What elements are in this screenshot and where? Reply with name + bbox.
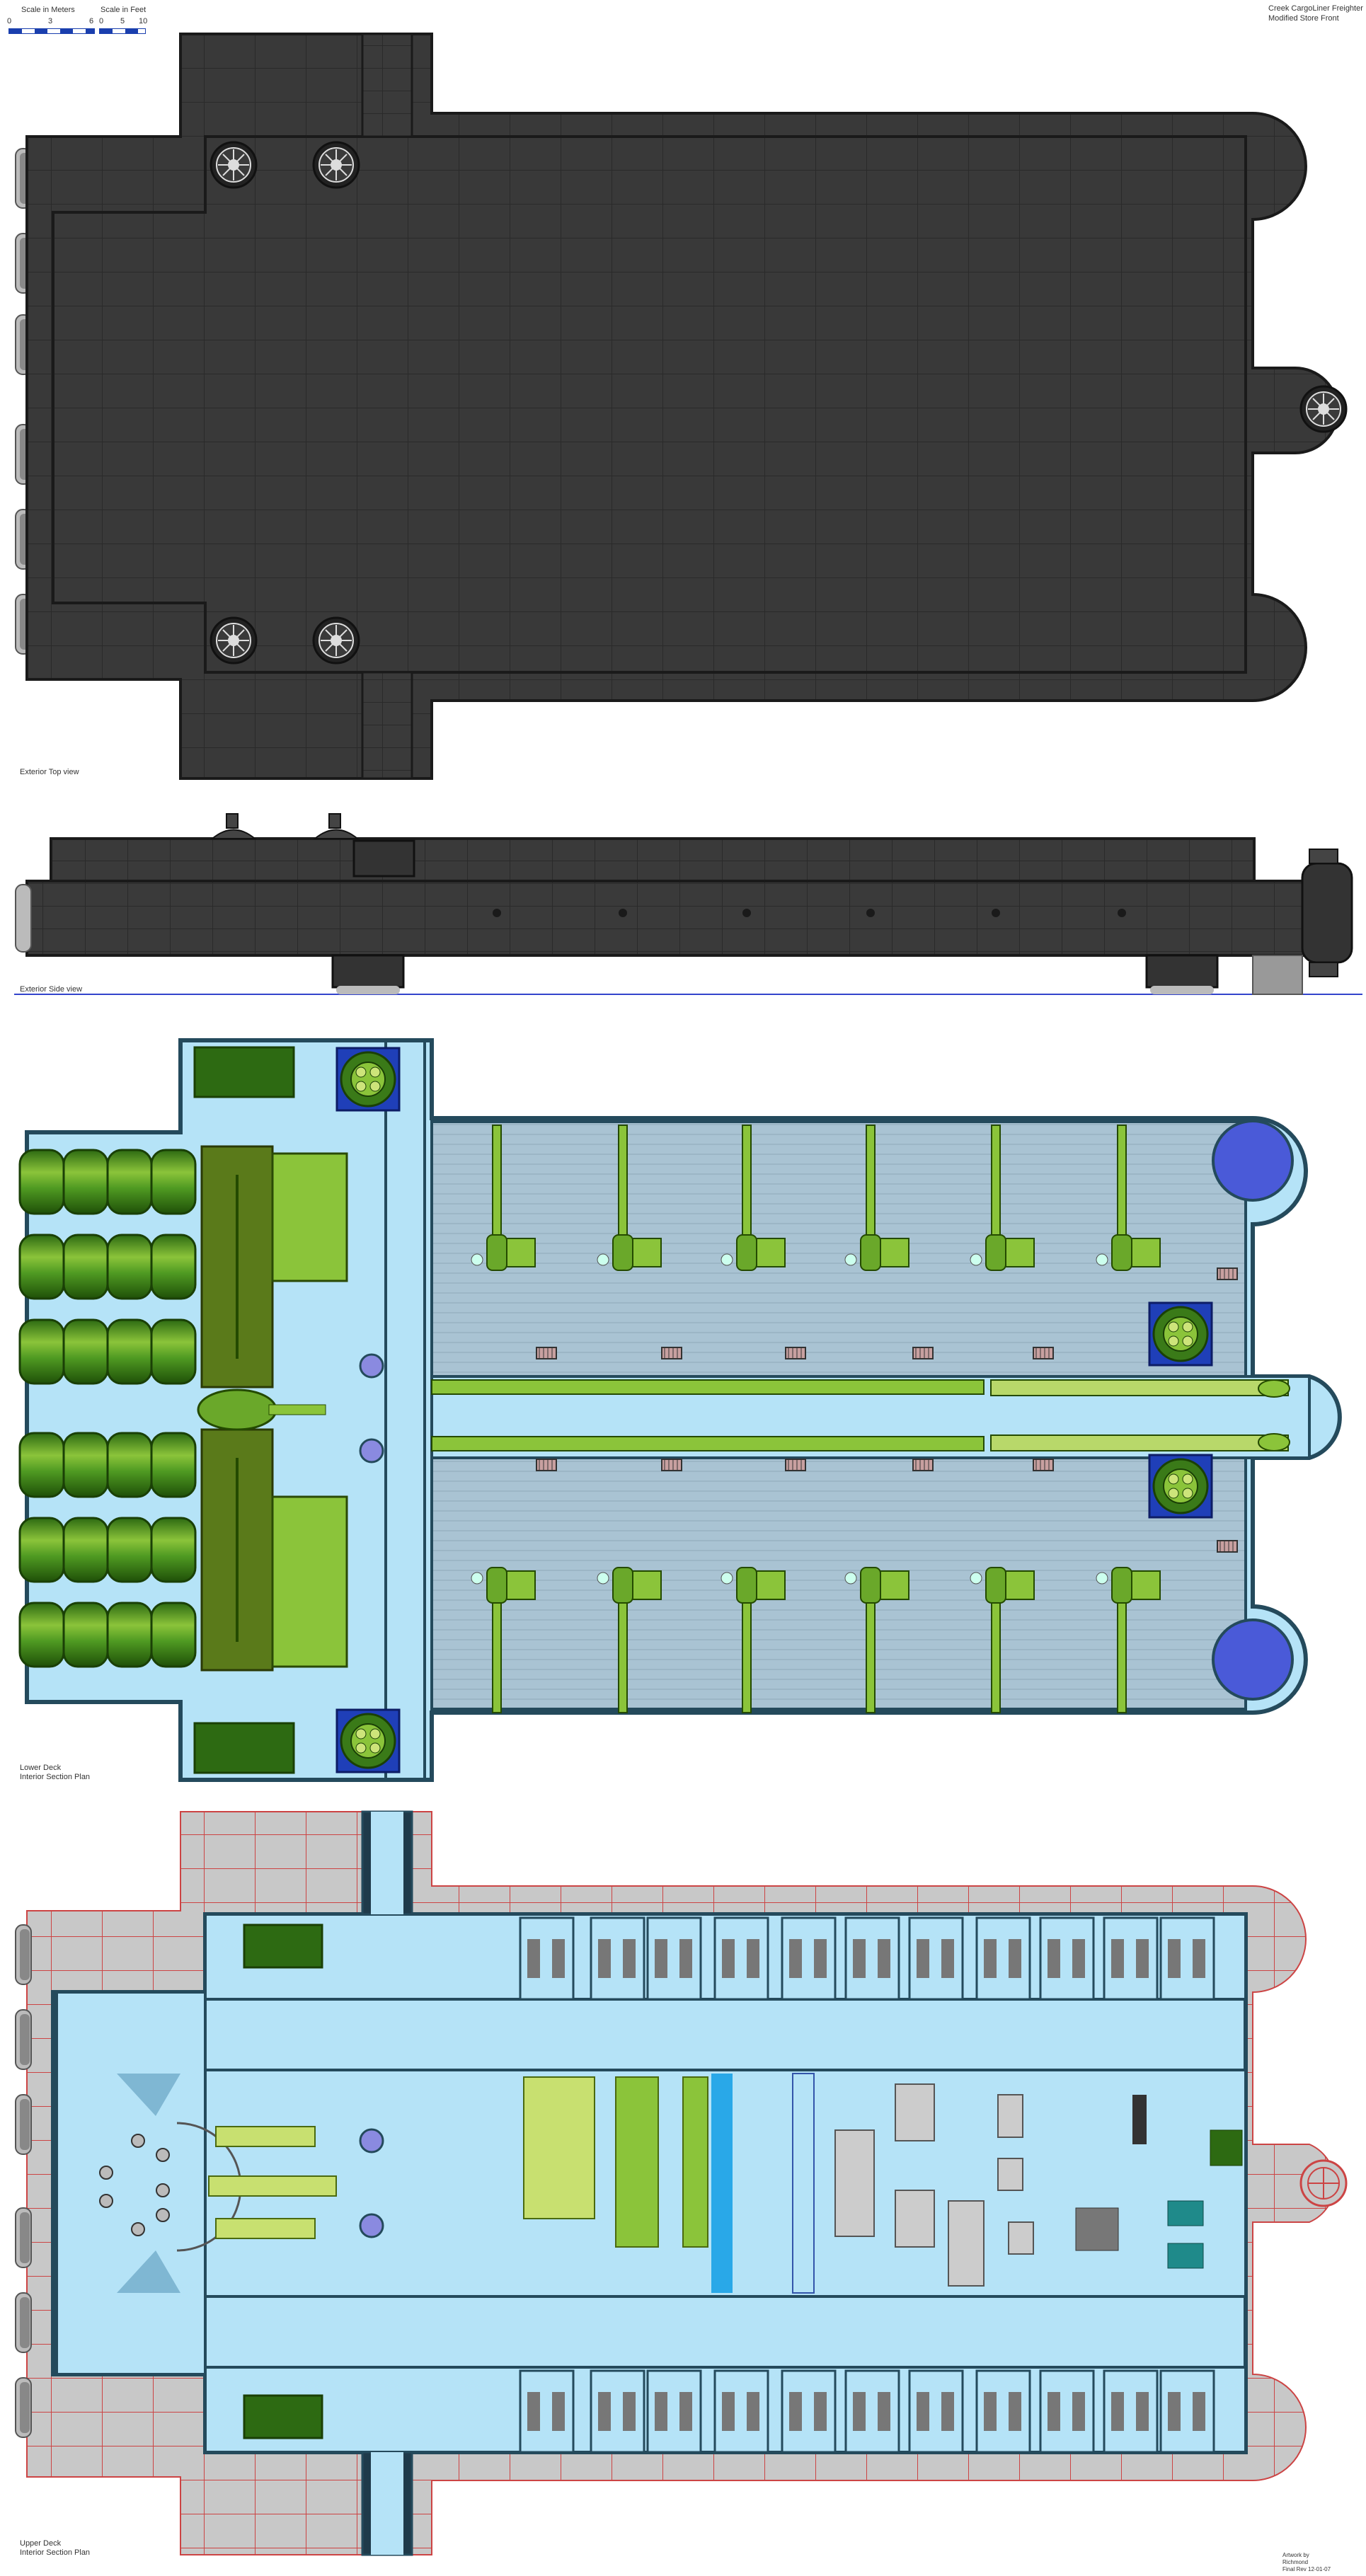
scale-feet-bar [99,28,146,34]
upper-deck-label-2: Interior Section Plan [20,2548,91,2557]
scale-feet-tick-2: 10 [139,17,148,25]
scale-meters-tick-2: 6 [89,17,94,25]
lower-deck-plan [18,1038,1342,1782]
exterior-side-view [14,813,1362,995]
scale-feet-label: Scale in Feet [101,6,147,14]
upper-deck-label-1: Upper Deck [20,2539,62,2548]
scale-meters-tick-0: 0 [7,17,12,25]
title-subtitle: Modified Store Front [1268,14,1339,23]
top-view-label: Exterior Top view [20,768,79,776]
title-name: Creek CargoLiner Freighter [1268,4,1363,13]
credits-line2: Richmond [1282,2559,1309,2565]
scale-meters-tick-1: 3 [48,17,53,25]
credits-line1: Artwork by [1282,2552,1309,2558]
side-view-label: Exterior Side view [20,985,83,994]
scale-feet-tick-0: 0 [99,17,104,25]
scale-meters-bar [8,28,95,34]
credits-line3: Final Rev 12-01-07 [1282,2566,1331,2572]
lower-deck-label-1: Lower Deck [20,1764,62,1772]
lower-deck-label-2: Interior Section Plan [20,1773,91,1781]
scale-feet-tick-1: 5 [120,17,125,25]
exterior-top-view [15,33,1348,780]
scale-meters-label: Scale in Meters [21,6,75,14]
